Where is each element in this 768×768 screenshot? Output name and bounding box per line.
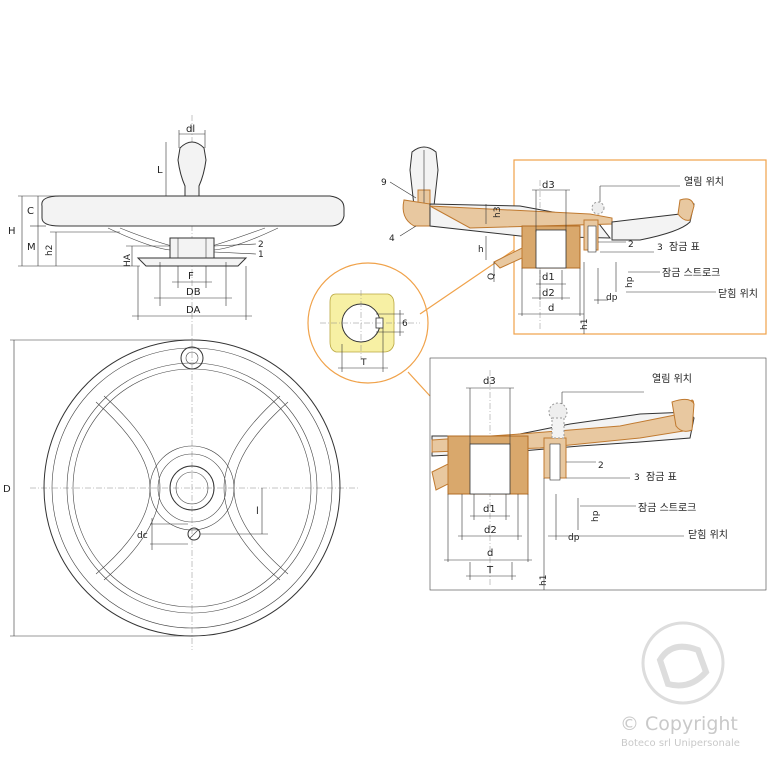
sec-callout-3: 3 [657, 243, 663, 253]
label-D: D [3, 484, 11, 495]
sec-label-d1: d1 [542, 272, 555, 283]
label-HA: HA [123, 253, 133, 267]
sec-callout-2: 2 [628, 240, 634, 250]
det-lock-indicator: 잠금 표 [646, 471, 677, 483]
det-lock-stroke: 잠금 스트로크 [638, 502, 696, 514]
det-label-h1: h1 [539, 575, 549, 586]
label-M: M [27, 242, 36, 253]
detail-circle: 6 T [307, 249, 515, 397]
watermark-copyright: © Copyright [620, 713, 738, 735]
callout-2: 2 [258, 240, 264, 250]
label-DB: DB [186, 287, 201, 298]
sec-label-d3: d3 [542, 180, 555, 191]
sec-lock-stroke: 잠금 스트로크 [662, 267, 720, 279]
watermark: © Copyright Boteco srl Unipersonale [620, 621, 740, 749]
sec-label-Q: Q [487, 273, 497, 280]
side-view: dl L H C M h2 HA F DB DA 2 1 [8, 115, 345, 330]
label-H: H [8, 226, 16, 237]
handle-grip [177, 141, 207, 197]
det-label-d: d [487, 548, 493, 559]
section-view: d3 h3 h Q d1 d2 d h1 dp hp 9 4 열림 위치 [381, 146, 767, 335]
detail-frame [429, 357, 767, 591]
section-frame [513, 159, 767, 335]
sec-label-d2: d2 [542, 288, 555, 299]
sec-label-d: d [548, 303, 554, 314]
sec-label-h1: h1 [580, 319, 590, 330]
detail-view: d3 열림 위치 2 3 잠금 표 잠금 스트로크 d1 d2 d T h1 d… [429, 357, 767, 591]
sec-label-dp: dp [606, 293, 618, 303]
label-DA: DA [186, 305, 201, 316]
sec-lock-indicator: 잠금 표 [669, 241, 700, 253]
hub-base [136, 257, 248, 267]
label-6: 6 [402, 319, 408, 329]
det-label-d1: d1 [483, 504, 496, 515]
det-callout-3: 3 [634, 473, 640, 483]
sec-callout-4: 4 [389, 234, 395, 244]
front-view: D dc l [3, 330, 360, 650]
sec-label-h3: h3 [493, 207, 503, 218]
handle-boss [180, 346, 204, 370]
sec-label-hp: hp [625, 276, 635, 288]
hub [169, 237, 215, 259]
hub-bore [169, 465, 215, 511]
det-open-position: 열림 위치 [652, 372, 692, 385]
sec-callout-9: 9 [381, 178, 387, 188]
wheel-rim-side [41, 195, 345, 227]
watermark-company: Boteco srl Unipersonale [621, 738, 740, 749]
det-closed-position: 닫힘 위치 [688, 528, 728, 541]
label-l: l [256, 506, 259, 517]
label-F: F [188, 271, 194, 282]
det-label-T: T [486, 565, 494, 576]
label-dc: dc [137, 531, 148, 541]
label-C: C [27, 206, 34, 217]
callout-1: 1 [258, 250, 264, 260]
det-callout-2: 2 [598, 461, 604, 471]
det-label-dp: dp [568, 533, 580, 543]
label-T-circle: T [360, 358, 367, 368]
label-L: L [157, 165, 163, 176]
det-label-hp: hp [591, 510, 601, 522]
sec-open-position: 열림 위치 [684, 175, 724, 188]
det-label-d2: d2 [484, 525, 497, 536]
sec-label-h: h [478, 245, 484, 255]
label-dl: dl [186, 124, 195, 135]
sec-closed-position: 닫힘 위치 [718, 287, 758, 300]
det-label-d3: d3 [483, 376, 496, 387]
label-h2: h2 [45, 245, 55, 256]
